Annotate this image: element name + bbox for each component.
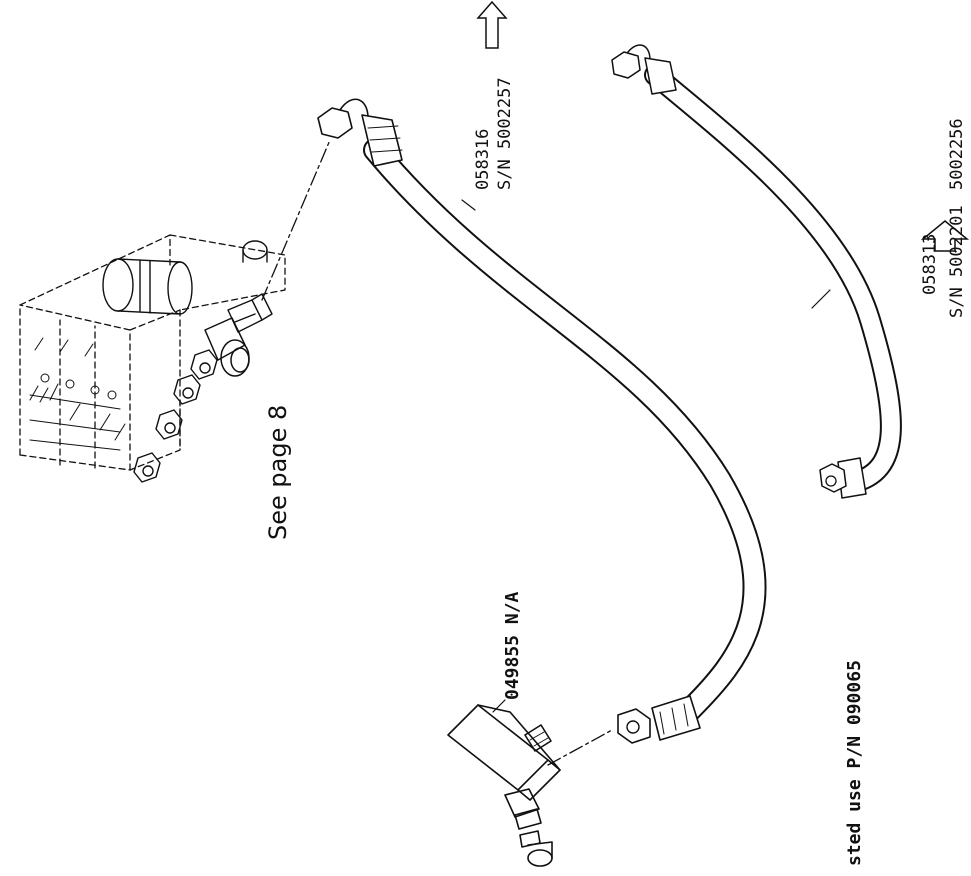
label-suggested-use: sted use P/N 090065 <box>844 660 865 866</box>
leader-058316 <box>461 199 476 211</box>
label-part-058313: 058313 <box>920 234 940 295</box>
label-part-049855: 049855 N/A <box>502 591 523 700</box>
hose-058316 <box>317 98 767 744</box>
leader-058313 <box>811 289 831 309</box>
label-part-058316: 058316 <box>473 129 493 190</box>
label-sn-5002201: S/N 5002201 <box>947 205 967 318</box>
connector-line-bottom <box>547 729 613 766</box>
arrow-right-icon <box>920 220 970 252</box>
arrow-up-icon <box>476 0 508 49</box>
label-see-page: See page 8 <box>264 405 292 540</box>
connector-line-top <box>261 139 331 301</box>
label-sn-5002257: S/N 5002257 <box>495 77 515 190</box>
leader-049855 <box>492 699 506 713</box>
hose-058313 <box>611 44 902 499</box>
label-sn-5002256: 5002256 <box>947 118 967 190</box>
valve-block <box>19 234 286 483</box>
pressure-switch-block <box>447 704 561 867</box>
